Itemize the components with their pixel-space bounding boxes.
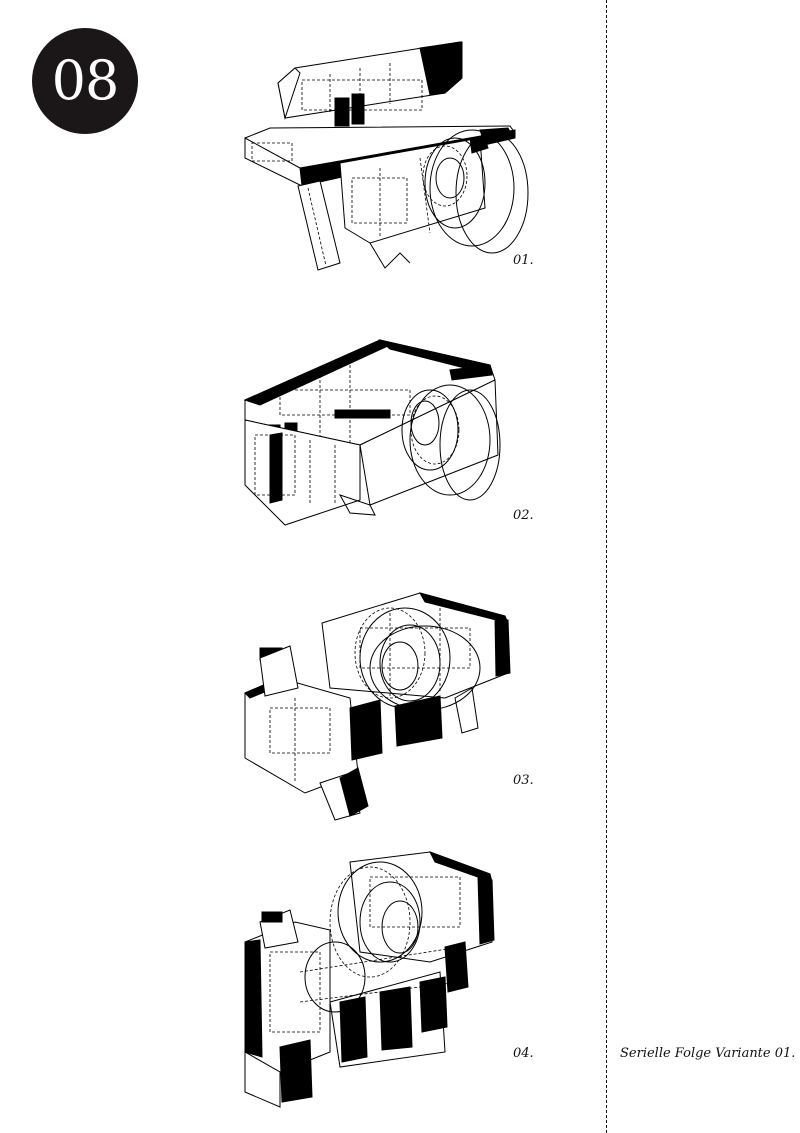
variant-label-01: 01. xyxy=(513,253,534,268)
caption: Serielle Folge Variante 01. xyxy=(620,1046,796,1061)
variant-04-drawing xyxy=(244,851,495,1108)
variant-label-03: 03. xyxy=(513,773,534,788)
variant-label-04: 04. xyxy=(513,1046,534,1061)
variant-label-02: 02. xyxy=(513,508,534,523)
page-number-badge: 08 xyxy=(32,28,138,134)
variant-03-drawing xyxy=(244,592,511,821)
dashed-divider xyxy=(606,0,607,1133)
page-number: 08 xyxy=(51,49,120,112)
variant-01-drawing xyxy=(244,41,529,271)
variant-02-drawing xyxy=(243,339,501,526)
